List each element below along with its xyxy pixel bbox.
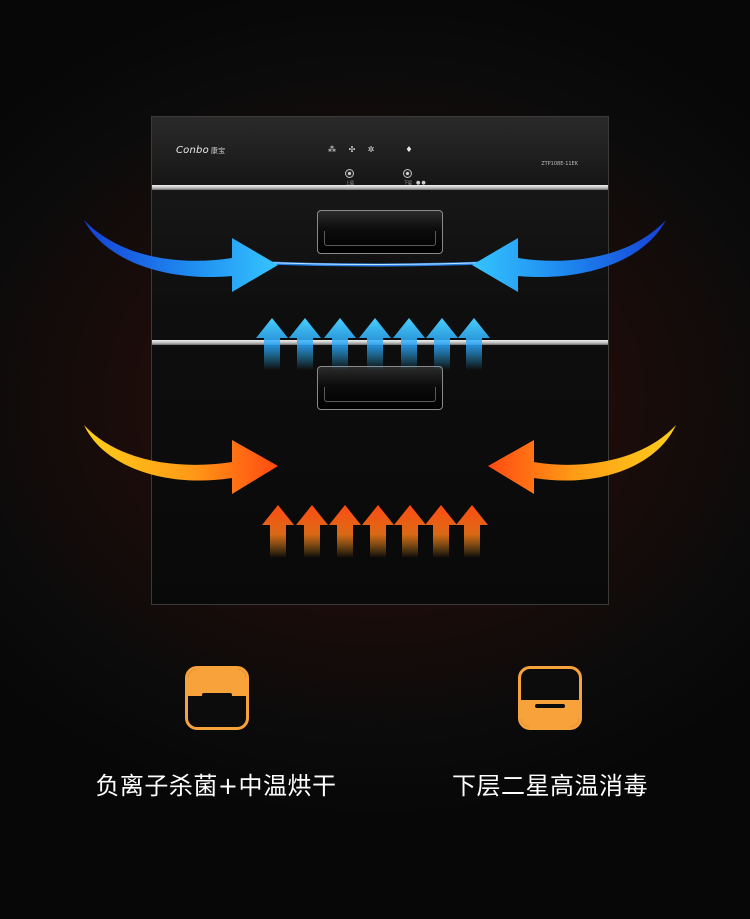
upper-trim-strip — [152, 185, 608, 190]
lower-knob[interactable] — [403, 169, 412, 178]
brand-name-cn: 康宝 — [210, 147, 226, 155]
indicator-dots: ●● — [416, 180, 427, 186]
blue-arrow-left — [84, 220, 278, 292]
upper-knob-label: 上层 — [346, 180, 354, 185]
feature-upper-label: 负离子杀菌+中温烘干 — [95, 772, 337, 800]
upper-knob[interactable] — [345, 169, 354, 178]
upper-drawer-handle[interactable] — [317, 210, 443, 254]
ion-icon[interactable]: ⁂ — [328, 145, 336, 154]
feature-lower-layer: 下层二星高温消毒 — [390, 666, 710, 806]
brand-name: Conbo — [176, 145, 209, 156]
water-drop-icon[interactable]: ♦ — [405, 145, 413, 154]
feature-upper-layer: 负离子杀菌+中温烘干 — [56, 666, 376, 806]
orange-upward-arrows — [262, 505, 488, 558]
orange-arrow-left — [84, 425, 278, 494]
model-number: ZTP108E-11EK — [541, 161, 578, 167]
lower-knob-label: 下层 — [404, 180, 412, 185]
feature-lower-label: 下层二星高温消毒 — [452, 772, 648, 800]
orange-arrow-right — [488, 425, 676, 494]
lower-layer-icon — [518, 666, 582, 730]
fan-icon[interactable]: ✣ — [348, 145, 356, 154]
blue-arrow-right — [472, 220, 666, 292]
lower-drawer-handle[interactable] — [317, 366, 443, 410]
upper-layer-icon — [185, 666, 249, 730]
sterilize-icon[interactable]: ✲ — [367, 145, 375, 154]
blue-upward-arrows — [256, 318, 490, 370]
